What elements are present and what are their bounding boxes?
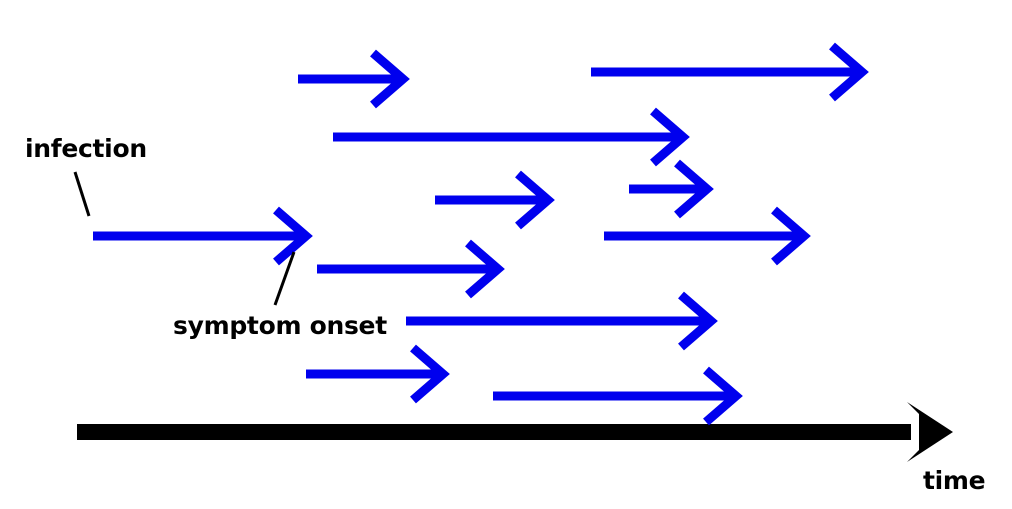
- interval-arrow-a5: [629, 159, 714, 219]
- interval-arrows-group: [93, 42, 869, 426]
- interval-arrow-a8: [317, 239, 505, 299]
- interval-arrow-head-a2: [829, 42, 869, 102]
- interval-arrow-head-a11: [703, 366, 743, 426]
- label-symptom-onset: symptom onset: [173, 311, 387, 340]
- label-infection: infection: [25, 134, 147, 163]
- leader-line-infection: [73, 171, 91, 217]
- interval-arrow-head-a1: [370, 49, 410, 109]
- interval-arrow-a2: [591, 42, 869, 102]
- interval-arrow-head-a5: [674, 159, 714, 219]
- interval-arrow-a6: [93, 206, 313, 266]
- interval-arrow-head-a6: [273, 206, 313, 266]
- interval-arrow-head-a7: [771, 206, 811, 266]
- interval-arrow-head-a10: [410, 344, 450, 404]
- interval-arrow-head-a3: [650, 107, 690, 167]
- leader-line-symptom-onset: [273, 251, 296, 306]
- interval-arrow-a4: [435, 170, 555, 230]
- interval-arrow-a9: [406, 291, 718, 351]
- interval-arrow-head-a4: [515, 170, 555, 230]
- interval-arrow-head-a8: [465, 239, 505, 299]
- interval-arrow-head-a9: [678, 291, 718, 351]
- interval-arrow-a3: [333, 107, 690, 167]
- interval-arrow-a11: [493, 366, 743, 426]
- time-axis-arrowhead-fill: [919, 414, 947, 450]
- interval-arrow-a1: [298, 49, 410, 109]
- interval-arrow-a7: [604, 206, 811, 266]
- annotation-leader-lines-group: [73, 171, 296, 306]
- interval-arrow-a10: [306, 344, 450, 404]
- time-axis-group: [77, 402, 953, 462]
- label-time-axis: time: [923, 466, 986, 495]
